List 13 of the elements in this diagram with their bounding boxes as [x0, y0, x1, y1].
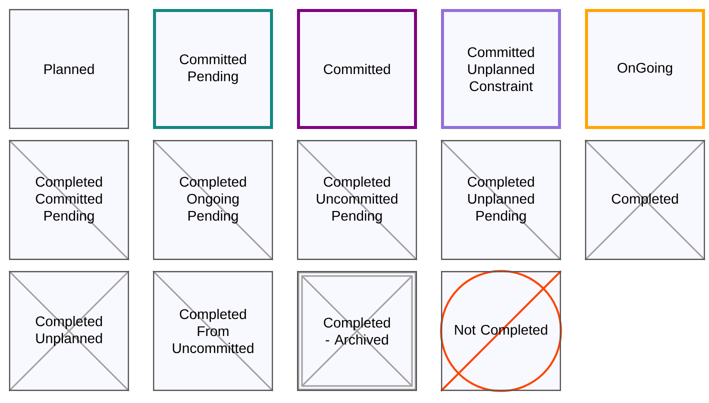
status-box: Completed Unplanned Pending — [440, 139, 562, 261]
status-box: Completed From Uncommitted — [152, 270, 274, 392]
status-box: Committed — [297, 9, 417, 129]
status-box: Completed — [584, 139, 706, 261]
status-box: Completed Ongoing Pending — [152, 139, 274, 261]
status-box: Completed Unplanned — [8, 270, 130, 392]
status-box: Completed - Archived — [297, 271, 417, 391]
status-box: Planned — [9, 9, 129, 129]
status-box: OnGoing — [585, 9, 705, 129]
status-box: Completed Committed Pending — [8, 139, 130, 261]
status-box: Committed Unplanned Constraint — [441, 9, 561, 129]
status-box: Committed Pending — [153, 9, 273, 129]
status-box: Completed Uncommitted Pending — [296, 139, 418, 261]
